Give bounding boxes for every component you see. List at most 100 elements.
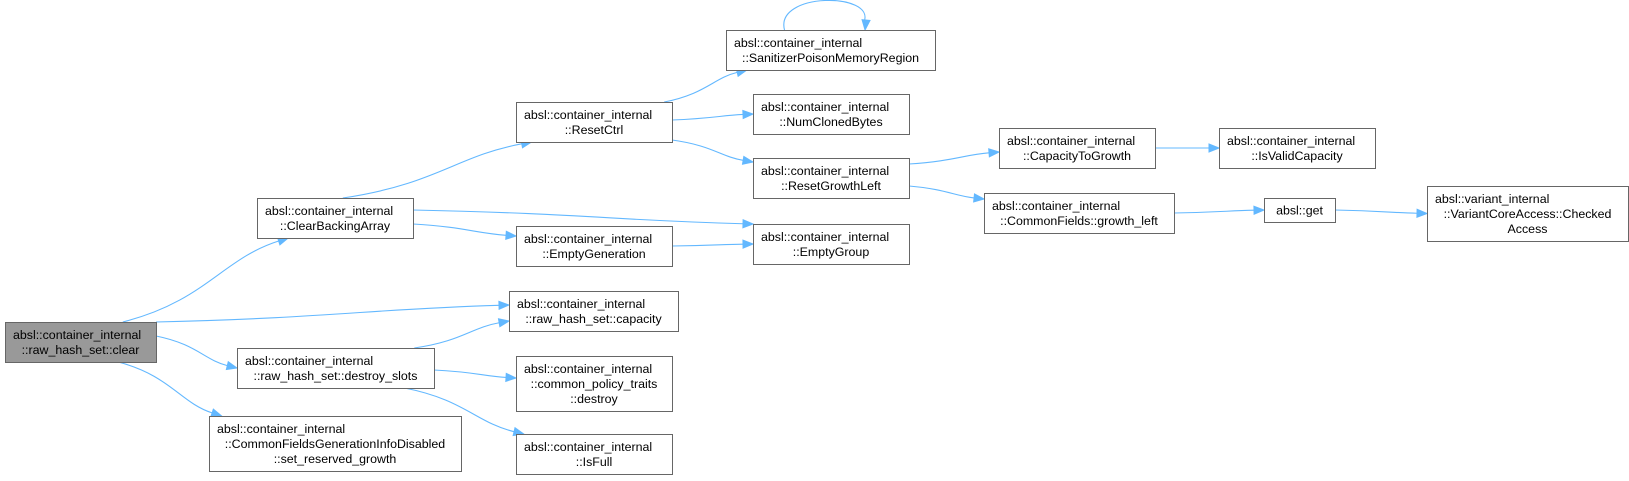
- edge-clearBacking-to-emptyGroup: [412, 209, 755, 229]
- node-checkedAccess[interactable]: absl::variant_internal::VariantCoreAcces…: [1427, 186, 1629, 242]
- node-label-line: absl::container_internal: [734, 36, 862, 50]
- edge-arrowhead: [225, 360, 239, 371]
- node-label-line: absl::container_internal: [517, 297, 645, 311]
- edge-line: [664, 71, 738, 103]
- node-label-line: absl::container_internal: [524, 362, 652, 376]
- node-capToGrowth[interactable]: absl::container_internal::CapacityToGrow…: [999, 128, 1156, 169]
- node-label-line: ::EmptyGeneration: [542, 247, 645, 261]
- node-label-line: absl::container_internal: [761, 100, 889, 114]
- node-resetCtrl[interactable]: absl::container_internal::ResetCtrl: [516, 102, 673, 143]
- node-box: [257, 198, 414, 239]
- node-box: [753, 94, 910, 135]
- node-numCloned[interactable]: absl::container_internal::NumClonedBytes: [753, 94, 910, 135]
- edge-arrowhead: [1208, 143, 1221, 153]
- node-label-line: ::ClearBackingArray: [280, 219, 391, 233]
- edge-arrowhead: [505, 230, 518, 240]
- node-label-line: ::CommonFieldsGenerationInfoDisabled: [225, 437, 445, 451]
- edge-line: [412, 223, 507, 236]
- edge-clear-to-setReserved: [118, 361, 223, 418]
- edge-line: [671, 113, 744, 121]
- node-box: [5, 322, 157, 363]
- node-label-line: absl::container_internal: [265, 204, 393, 218]
- node-poison[interactable]: absl::container_internal::SanitizerPoiso…: [726, 30, 936, 71]
- node-box: [999, 128, 1156, 169]
- node-box: [1219, 128, 1376, 169]
- node-label-line: absl::container_internal: [524, 440, 652, 454]
- node-box: [1264, 198, 1336, 223]
- node-resetGrowth[interactable]: absl::container_internal::ResetGrowthLef…: [753, 158, 910, 199]
- node-box: [753, 224, 910, 265]
- edge-resetCtrl-to-resetGrowth: [671, 139, 755, 165]
- edge-destroySlots-to-capacity: [414, 318, 511, 349]
- node-box: [516, 226, 673, 267]
- edge-arrowhead: [742, 109, 755, 120]
- node-emptyGroup[interactable]: absl::container_internal::EmptyGroup: [753, 224, 910, 265]
- node-label-line: absl::get: [1276, 204, 1323, 218]
- node-label-line: ::IsFull: [576, 455, 613, 469]
- edge-emptyGen-to-emptyGroup: [671, 239, 755, 249]
- node-label-line: ::set_reserved_growth: [274, 452, 397, 466]
- edge-clear-to-destroySlots: [155, 335, 239, 371]
- node-label-line: absl::container_internal: [13, 328, 141, 342]
- node-isValidCap[interactable]: absl::container_internal::IsValidCapacit…: [1219, 128, 1376, 169]
- node-clearBacking[interactable]: absl::container_internal::ClearBackingAr…: [257, 198, 414, 239]
- edge-line: [155, 335, 228, 367]
- edge-clearBacking-to-resetCtrl: [342, 139, 533, 199]
- node-label-line: absl::container_internal: [761, 230, 889, 244]
- node-box: [984, 193, 1175, 234]
- node-isFull[interactable]: absl::container_internal::IsFull: [516, 434, 673, 475]
- edge-clearBacking-to-emptyGen: [412, 223, 518, 240]
- edge-clear-to-clearBacking: [122, 236, 290, 323]
- edge-arrowhead: [1253, 205, 1266, 215]
- node-label-line: absl::container_internal: [524, 232, 652, 246]
- node-label-line: ::raw_hash_set::destroy_slots: [254, 369, 418, 383]
- edge-line: [118, 361, 213, 414]
- node-box: [209, 416, 462, 472]
- edge-line: [783, 0, 866, 31]
- node-box: [516, 102, 673, 143]
- edge-resetCtrl-to-poison: [664, 67, 749, 103]
- edge-arrowhead: [973, 193, 986, 203]
- node-box: [237, 348, 435, 389]
- edge-resetGrowth-to-growthLeft: [908, 185, 986, 203]
- node-label-line: absl::container_internal: [217, 422, 345, 436]
- node-box: [509, 291, 679, 332]
- edge-arrowhead: [505, 372, 518, 383]
- node-emptyGen[interactable]: absl::container_internal::EmptyGeneratio…: [516, 226, 673, 267]
- node-label-line: absl::container_internal: [524, 108, 652, 122]
- edge-arrowhead: [210, 408, 223, 418]
- node-get[interactable]: absl::get: [1264, 198, 1336, 223]
- node-label-line: Access: [1508, 222, 1548, 236]
- edge-line: [1173, 209, 1255, 214]
- node-label-line: ::CapacityToGrowth: [1023, 149, 1131, 163]
- node-label-line: ::VariantCoreAccess::Checked: [1444, 207, 1612, 221]
- node-capacity[interactable]: absl::container_internal::raw_hash_set::…: [509, 291, 679, 332]
- node-label-line: absl::container_internal: [1227, 134, 1355, 148]
- node-clear[interactable]: absl::container_internal::raw_hash_set::…: [5, 322, 157, 363]
- edge-arrowhead: [988, 148, 1001, 158]
- node-setReserved[interactable]: absl::container_internal::CommonFieldsGe…: [209, 416, 462, 472]
- node-destroySlots[interactable]: absl::container_internal::raw_hash_set::…: [237, 348, 435, 389]
- edge-resetGrowth-to-capToGrowth: [908, 148, 1001, 165]
- edge-arrowhead: [498, 300, 511, 311]
- node-label-line: ::ResetGrowthLeft: [781, 179, 881, 193]
- edge-clear-to-capacity: [155, 300, 511, 323]
- edge-line: [671, 243, 744, 247]
- node-label-line: ::NumClonedBytes: [779, 115, 882, 129]
- edge-line: [671, 139, 744, 161]
- edge-arrowhead: [861, 19, 871, 32]
- edge-line: [342, 143, 522, 199]
- node-label-line: absl::container_internal: [245, 354, 373, 368]
- call-nodes: absl::container_internal::raw_hash_set::…: [5, 30, 1629, 475]
- node-label-line: ::ResetCtrl: [565, 123, 624, 137]
- node-label-line: ::EmptyGroup: [793, 245, 870, 259]
- node-growthLeft[interactable]: absl::container_internal::CommonFields::…: [984, 193, 1175, 234]
- edge-line: [908, 152, 990, 165]
- node-destroy[interactable]: absl::container_internal::common_policy_…: [516, 356, 673, 412]
- edge-resetCtrl-to-numCloned: [671, 109, 755, 121]
- node-label-line: ::common_policy_traits: [531, 377, 658, 391]
- edge-line: [433, 369, 507, 378]
- edge-get-to-checkedAccess: [1334, 208, 1429, 218]
- node-label-line: ::destroy: [570, 392, 618, 406]
